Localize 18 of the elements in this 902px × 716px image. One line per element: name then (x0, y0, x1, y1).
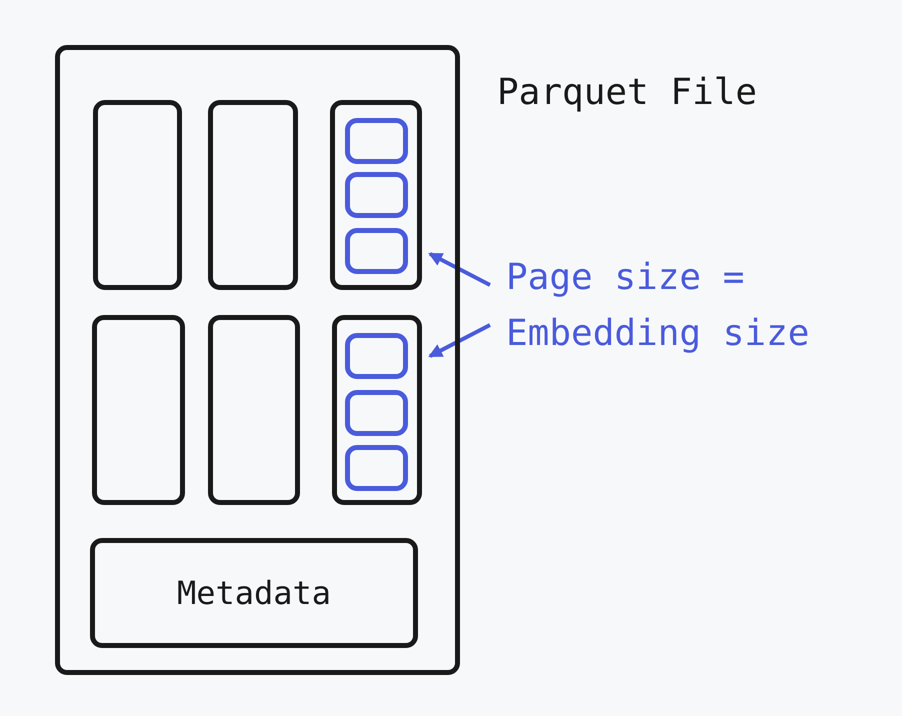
column-chunk-box (208, 315, 300, 505)
page-box (345, 228, 408, 274)
metadata-box (90, 538, 418, 648)
page-box (345, 445, 408, 491)
column-chunk-box (93, 100, 182, 290)
annotation-text: Page size = Embedding size (506, 256, 810, 356)
box-label: Metadata (176, 574, 332, 612)
page-box (345, 172, 408, 218)
page-box (345, 390, 408, 436)
column-chunk-box (332, 315, 422, 505)
arrow (428, 323, 491, 358)
page-box (345, 118, 408, 164)
column-chunk-box (208, 100, 298, 290)
page-box (345, 333, 408, 379)
column-chunk-box (92, 315, 185, 505)
file-title: Parquet File (497, 72, 758, 113)
arrow (428, 252, 491, 287)
column-chunk-box (330, 100, 422, 290)
